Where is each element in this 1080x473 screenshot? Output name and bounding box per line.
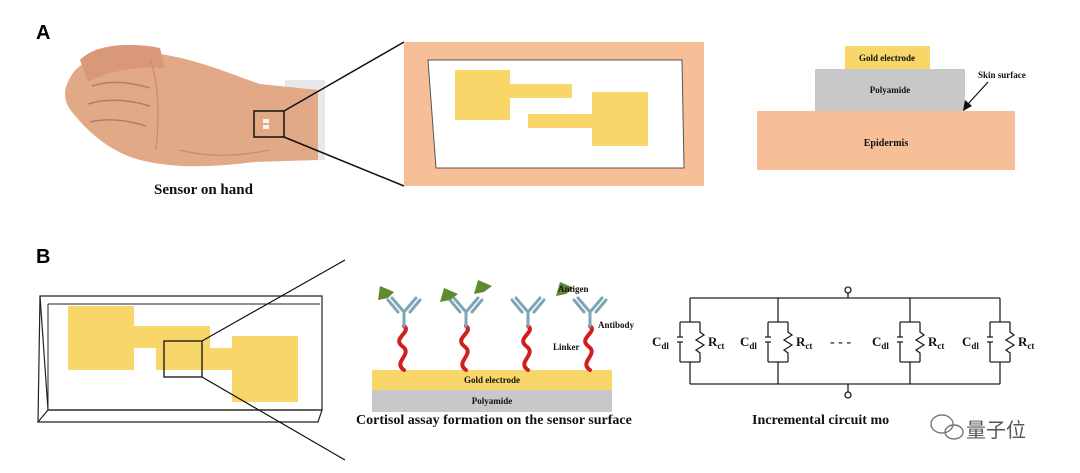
rct-label-3: Rct — [928, 334, 944, 351]
antibody-molecules — [386, 296, 608, 328]
cdl-label-2: Cdl — [740, 334, 757, 351]
antigen-label: Antigen — [558, 284, 589, 294]
circuit-unit-3 — [897, 298, 926, 384]
panel-a-label: A — [36, 22, 51, 44]
antigen-molecules — [378, 280, 574, 302]
epidermis-label: Epidermis — [864, 138, 909, 149]
gold-electrode-label: Gold electrode — [859, 53, 915, 63]
antibody-label: Antibody — [598, 320, 635, 330]
assay-gold-layer — [372, 370, 612, 390]
hand-illustration — [65, 44, 325, 167]
sensor-3d-electrodes — [68, 306, 298, 402]
gold-electrode-layer — [845, 46, 930, 69]
cdl-label-1: Cdl — [652, 334, 669, 351]
linker-molecules — [397, 324, 594, 372]
polyamide-layer — [815, 69, 965, 111]
rct-label-4: Rct — [1018, 334, 1034, 351]
circuit-diagram — [690, 286, 1000, 399]
skin-surface-arrow — [967, 81, 989, 105]
circuit-unit-2 — [765, 298, 794, 384]
epidermis-layer — [757, 111, 1015, 170]
sensor-electrodes — [455, 70, 648, 146]
assay-polyamide-label: Polyamide — [472, 396, 513, 406]
zoom-line-top — [283, 41, 405, 112]
rct-label-1: Rct — [708, 334, 724, 351]
assay-caption: Cortisol assay formation on the sensor s… — [356, 413, 632, 428]
circuit-ellipsis: - - - — [830, 335, 851, 350]
wechat-logo-icon — [930, 414, 964, 440]
zoom-line-b-bottom — [201, 376, 346, 461]
cdl-label-3: Cdl — [872, 334, 889, 351]
circuit-unit-4 — [987, 298, 1016, 384]
zoom-box-b — [163, 340, 203, 378]
sensor-patch — [263, 119, 269, 123]
watermark-text: 量子位 — [966, 418, 1026, 442]
assay-gold-label: Gold electrode — [464, 375, 520, 385]
polyamide-label: Polyamide — [870, 85, 911, 95]
circuit-unit-1 — [677, 298, 706, 384]
assay-polyamide-layer — [372, 390, 612, 412]
rct-label-2: Rct — [796, 334, 812, 351]
sensor-3d — [36, 295, 323, 423]
cdl-label-4: Cdl — [962, 334, 979, 351]
panel-b-label: B — [36, 246, 51, 268]
linker-label: Linker — [553, 342, 580, 352]
skin-surface-label: Skin surface — [978, 70, 1026, 80]
sensor-locator-box — [253, 110, 285, 138]
zoom-line-b-top — [201, 259, 346, 342]
sensor-on-hand-caption: Sensor on hand — [154, 182, 253, 198]
circuit-caption: Incremental circuit mo — [752, 413, 890, 428]
zoom-line-bottom — [283, 136, 405, 187]
